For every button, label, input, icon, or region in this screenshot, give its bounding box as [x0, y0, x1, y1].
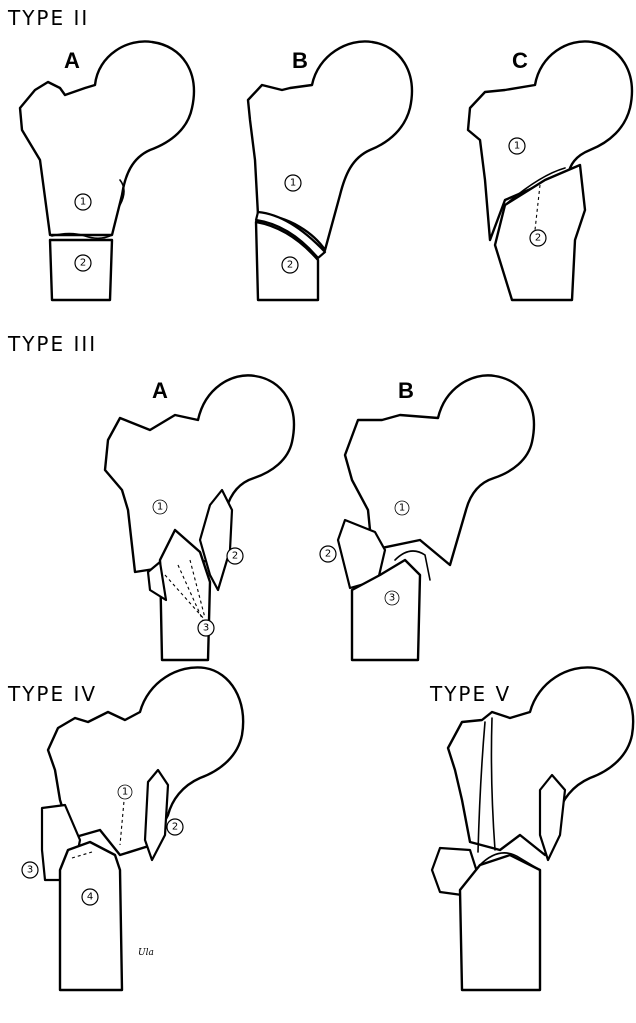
fragment-number-t4-2: 2 [167, 819, 183, 835]
fragment-number-t3b-1: 1 [395, 501, 409, 515]
fragment-number-t2a-2: 2 [75, 255, 91, 271]
fragment-number-t2c-2: 2 [530, 230, 546, 246]
svg-text:1: 1 [80, 197, 86, 208]
svg-text:2: 2 [287, 260, 293, 271]
svg-text:1: 1 [399, 503, 405, 514]
svg-text:1: 1 [122, 787, 128, 798]
svg-text:2: 2 [232, 551, 238, 562]
fragment-number-t3b-3: 3 [385, 591, 399, 605]
svg-text:3: 3 [203, 623, 209, 634]
svg-text:2: 2 [535, 233, 541, 244]
fragment-number-t4-3: 3 [22, 862, 38, 878]
fragment-number-t4-4: 4 [82, 889, 98, 905]
fragment-number-t2b-1: 1 [285, 175, 301, 191]
svg-text:3: 3 [27, 865, 33, 876]
svg-text:4: 4 [87, 892, 93, 903]
fragment-number-t3a-3: 3 [198, 620, 214, 636]
fragment-number-t2b-2: 2 [282, 257, 298, 273]
fragment-number-t3a-1: 1 [153, 500, 167, 514]
svg-text:1: 1 [157, 502, 163, 513]
fragment-number-t4-1: 1 [118, 785, 132, 799]
svg-text:1: 1 [514, 141, 520, 152]
fragment-number-t3b-2: 2 [320, 546, 336, 562]
svg-text:3: 3 [389, 593, 395, 604]
fragment-number-t3a-2: 2 [227, 548, 243, 564]
svg-text:2: 2 [172, 822, 178, 833]
svg-text:2: 2 [325, 549, 331, 560]
fragment-number-t2a-1: 1 [75, 194, 91, 210]
fragment-number-t2c-1: 1 [509, 138, 525, 154]
svg-text:2: 2 [80, 258, 86, 269]
svg-text:1: 1 [290, 178, 296, 189]
